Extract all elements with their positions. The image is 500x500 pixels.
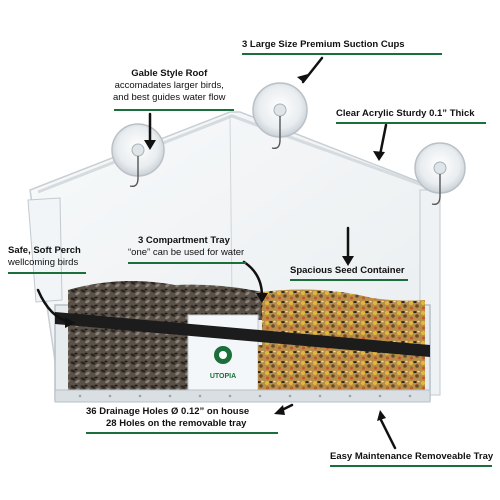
callout-tray-title: 3 Compartment Tray [138, 235, 230, 246]
seed-tray [54, 281, 431, 403]
arrow-maintenance [378, 416, 397, 450]
callout-perch-line1: wellcoming birds [8, 257, 79, 268]
callout-tray: 3 Compartment Tray “one” can be used for… [128, 235, 244, 259]
callout-tray-underline [128, 262, 246, 264]
callout-seed-container-underline [290, 279, 408, 281]
perch-bar [55, 312, 430, 357]
callout-maintenance-title: Easy Maintenance Removeable Tray [330, 451, 494, 462]
brand-logo: UTOPIA [210, 346, 236, 380]
callout-suction-cups-title: 3 Large Size Premium Suction Cups [242, 39, 405, 50]
arrow-suction-cups [301, 56, 324, 84]
callout-gable-roof: Gable Style Roof accomadates larger bird… [113, 68, 225, 104]
callout-gable-roof-title: Gable Style Roof [131, 68, 208, 79]
seed-compartment-right [262, 289, 425, 345]
callout-gable-roof-line1: accomadates larger birds, [114, 80, 224, 91]
arrowhead-gable-roof [144, 140, 156, 150]
suction-cup-center [252, 82, 308, 150]
callout-seed-container-title: Spacious Seed Container [290, 265, 405, 276]
callout-drainage: 36 Drainage Holes Ø 0.12” on house 28 Ho… [86, 406, 249, 430]
callout-drainage-title: 36 Drainage Holes Ø 0.12” on house [86, 406, 250, 417]
callout-tray-line1: “one” can be used for water [128, 247, 245, 258]
arrowhead-suction-cups [297, 74, 308, 82]
suction-cup-right [414, 142, 466, 206]
callout-perch-title: Safe, Soft Perch [8, 245, 81, 256]
brand-logo-text: UTOPIA [210, 373, 236, 380]
callout-acrylic-underline [336, 122, 486, 124]
arrow-acrylic [378, 123, 388, 157]
callout-gable-roof-underline [114, 109, 234, 111]
callout-seed-container: Spacious Seed Container [290, 265, 405, 277]
arrowhead-seed-container [342, 256, 354, 266]
callout-perch: Safe, Soft Perch wellcoming birds [8, 245, 81, 269]
arrowhead-acrylic [373, 151, 385, 161]
callout-drainage-line1: 28 Holes on the removable tray [106, 418, 247, 429]
callout-suction-cups: 3 Large Size Premium Suction Cups [242, 39, 405, 51]
callout-maintenance-underline [330, 465, 492, 467]
callout-perch-underline [8, 272, 86, 274]
arrowhead-perch [65, 317, 75, 328]
callout-acrylic: Clear Acrylic Sturdy 0.1” Thick [336, 108, 475, 120]
arrowhead-drainage [274, 405, 285, 415]
callout-acrylic-title: Clear Acrylic Sturdy 0.1” Thick [336, 108, 475, 119]
callout-drainage-underline [86, 432, 278, 434]
arrowhead-tray [256, 293, 268, 303]
perch-opening [27, 197, 63, 303]
callout-gable-roof-line2: and best guides water flow [113, 92, 226, 103]
seed-compartment-left [68, 281, 262, 320]
arrow-tray [242, 260, 264, 298]
arrowhead-maintenance [377, 410, 386, 421]
callout-maintenance: Easy Maintenance Removeable Tray [330, 451, 493, 463]
callout-suction-cups-underline [242, 53, 442, 55]
